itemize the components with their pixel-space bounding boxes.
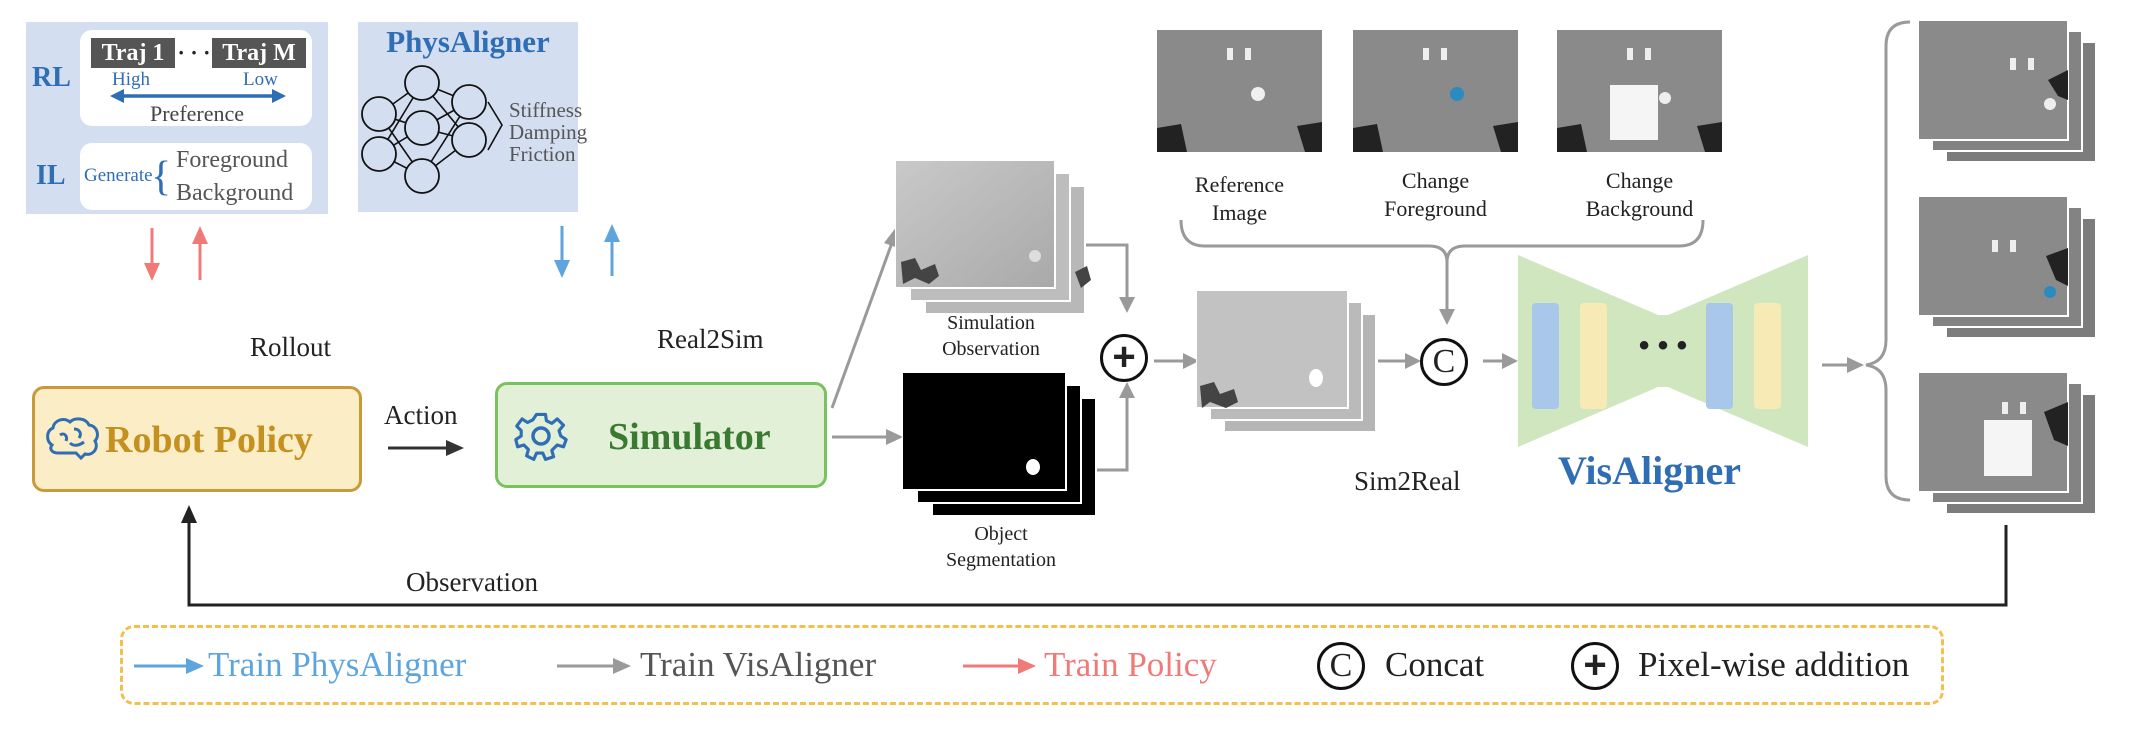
object-segmentation-stack [902, 372, 1097, 517]
legend-pixel-wise-addition: Pixel-wise addition [1638, 645, 1910, 684]
real2sim-label: Real2Sim [657, 324, 764, 354]
output-brace [487, 101, 503, 151]
brain-icon [46, 417, 99, 461]
legend-train-policy: Train Policy [1044, 645, 1217, 684]
change-foreground-line2: Foreground [1384, 196, 1487, 221]
neural-network-icon [361, 65, 487, 194]
background-label: Background [176, 180, 294, 206]
preference-label: Preference [150, 101, 245, 126]
output-stack-reference [1918, 372, 2097, 515]
pixel-add-operator: + [1100, 334, 1148, 382]
object-segmentation-line2: Segmentation [946, 549, 1056, 571]
il-label: IL [36, 160, 66, 191]
generate-brace: { [151, 154, 172, 200]
visaligner-network [1518, 255, 1808, 447]
visaligner-title: VisAligner [1558, 448, 1741, 493]
reference-image-line1: Reference [1194, 172, 1285, 197]
change-foreground-image [1353, 30, 1518, 152]
legend-concat: Concat [1385, 645, 1485, 684]
output-stiffness: Stiffness [509, 98, 583, 122]
simulation-observation-line1: Simulation [947, 312, 1035, 334]
composite-stack [1196, 290, 1377, 433]
traj-1-box: Traj 1 [91, 38, 175, 68]
il-box [80, 143, 312, 210]
change-background-line2: Background [1585, 196, 1694, 221]
sim2real-label: Sim2Real [1354, 466, 1461, 496]
observation-label: Observation [406, 567, 538, 597]
legend-train-physaligner: Train PhysAligner [208, 645, 467, 684]
foreground-label: Foreground [176, 147, 288, 173]
output-friction: Friction [509, 142, 576, 166]
simulator-label: Simulator [608, 416, 771, 458]
rollout-label: Rollout [250, 332, 332, 362]
change-background-image [1557, 30, 1722, 152]
high-label: High [112, 69, 150, 90]
robot-policy-label: Robot Policy [105, 419, 313, 461]
rl-label: RL [32, 62, 71, 93]
simulation-observation-line2: Observation [942, 338, 1040, 360]
legend-box [120, 625, 1944, 705]
output-damping: Damping [509, 120, 588, 144]
generate-label: Generate [84, 165, 153, 186]
output-stack-foreground [1918, 196, 2097, 339]
reference-image [1157, 30, 1322, 152]
concat-operator: C [1420, 338, 1468, 386]
robot-policy-box [32, 386, 362, 492]
object-segmentation-line1: Object [974, 523, 1028, 545]
low-label: Low [243, 69, 278, 90]
legend-arrows [134, 658, 1036, 674]
physaligner-title: PhysAligner [386, 24, 550, 59]
change-background-line1: Change [1605, 168, 1674, 193]
preference-arrow [110, 89, 286, 103]
gear-icon [514, 412, 568, 461]
change-foreground-line1: Change [1401, 168, 1470, 193]
legend-add-icon: + [1571, 642, 1619, 690]
action-label: Action [384, 400, 458, 430]
visaligner-dots: • • • [1638, 329, 1688, 362]
legend-concat-icon: C [1317, 642, 1365, 690]
traj-dots: · · · [177, 40, 211, 65]
traj-m-box: Traj M [212, 38, 306, 68]
reference-image-line2: Image [1212, 200, 1267, 225]
legend-train-visaligner: Train VisAligner [640, 645, 877, 684]
output-stack-background [1918, 20, 2097, 163]
simulation-observation-stack [895, 160, 1091, 315]
